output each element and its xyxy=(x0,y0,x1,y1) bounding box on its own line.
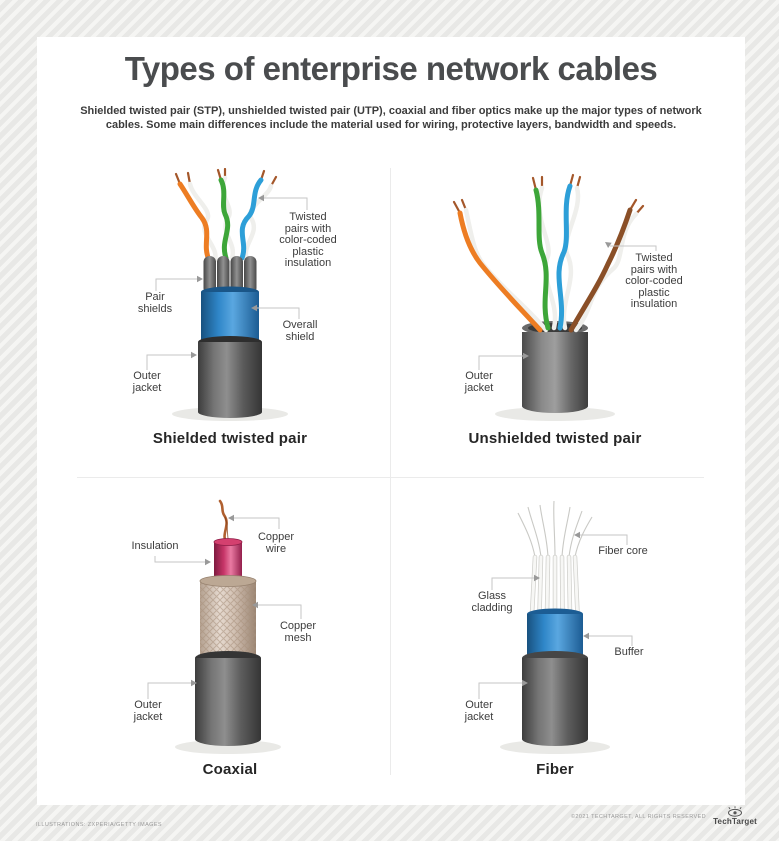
stp-outer-jacket xyxy=(198,336,262,418)
stp-overall-shield xyxy=(201,286,259,344)
utp-cable-illustration xyxy=(452,173,645,421)
divider-vertical xyxy=(390,168,391,775)
utp-shadow xyxy=(495,407,615,421)
stp-twisted-wires xyxy=(174,168,278,263)
coax-label-insulation: Insulation xyxy=(131,540,179,552)
fiber-label-buffer: Buffer xyxy=(614,646,644,658)
page-subtitle: Shielded twisted pair (STP), unshielded … xyxy=(80,105,702,131)
coax-copper-wire xyxy=(218,499,230,545)
stp-label-twisted-pairs: Twisted pairs with color-coded plastic i… xyxy=(279,211,337,269)
coax-outer-jacket xyxy=(195,651,261,746)
infographic-card xyxy=(37,37,745,805)
stp-label-pair-shields: Pair shields xyxy=(137,291,173,315)
coax-label-outer-jacket: Outer jacket xyxy=(133,699,163,723)
fiber-label-fiber-core: Fiber core xyxy=(598,545,648,557)
stp-pair-shields xyxy=(203,256,257,294)
coaxial-cable-illustration xyxy=(175,499,281,754)
divider-horizontal xyxy=(77,477,704,478)
coaxial-title: Coaxial xyxy=(202,761,258,778)
coax-copper-mesh xyxy=(199,575,257,659)
page-title: Types of enterprise network cables xyxy=(124,50,658,87)
fiber-shadow xyxy=(500,740,610,754)
utp-title: Unshielded twisted pair xyxy=(468,430,642,447)
coax-shadow xyxy=(175,740,281,754)
techtarget-logo-text: TechTarget xyxy=(713,817,757,826)
fiber-glass-cladding xyxy=(529,554,580,617)
fiber-outer-jacket xyxy=(522,651,588,746)
stp-label-outer-jacket: Outer jacket xyxy=(132,370,162,394)
fiber-cable-illustration xyxy=(500,500,610,754)
coax-label-copper-wire: Copper wire xyxy=(257,531,295,555)
fiber-label-outer-jacket: Outer jacket xyxy=(464,699,494,723)
stp-label-overall-shield: Overall shield xyxy=(282,319,318,343)
footer-right: ©2021 TECHTARGET, ALL RIGHTS RESERVED Te… xyxy=(571,806,757,826)
utp-label-outer-jacket: Outer jacket xyxy=(464,370,494,394)
fiber-title: Fiber xyxy=(536,761,574,778)
utp-outer-jacket xyxy=(522,321,588,413)
techtarget-logo: TechTarget xyxy=(713,806,757,826)
utp-label-twisted-pairs: Twisted pairs with color-coded plastic i… xyxy=(625,252,683,310)
illustration-credit: ILLUSTRATIONS: ZXPERIA/GETTY IMAGES xyxy=(36,822,162,828)
copyright-text: ©2021 TECHTARGET, ALL RIGHTS RESERVED xyxy=(570,814,707,820)
stp-cable-illustration xyxy=(172,168,288,421)
utp-twisted-wires xyxy=(452,173,645,333)
stp-title: Shielded twisted pair xyxy=(152,430,308,447)
fiber-label-glass-cladding: Glass cladding xyxy=(471,590,513,614)
techtarget-eye-icon xyxy=(728,806,743,817)
coax-label-copper-mesh: Copper mesh xyxy=(279,620,317,644)
